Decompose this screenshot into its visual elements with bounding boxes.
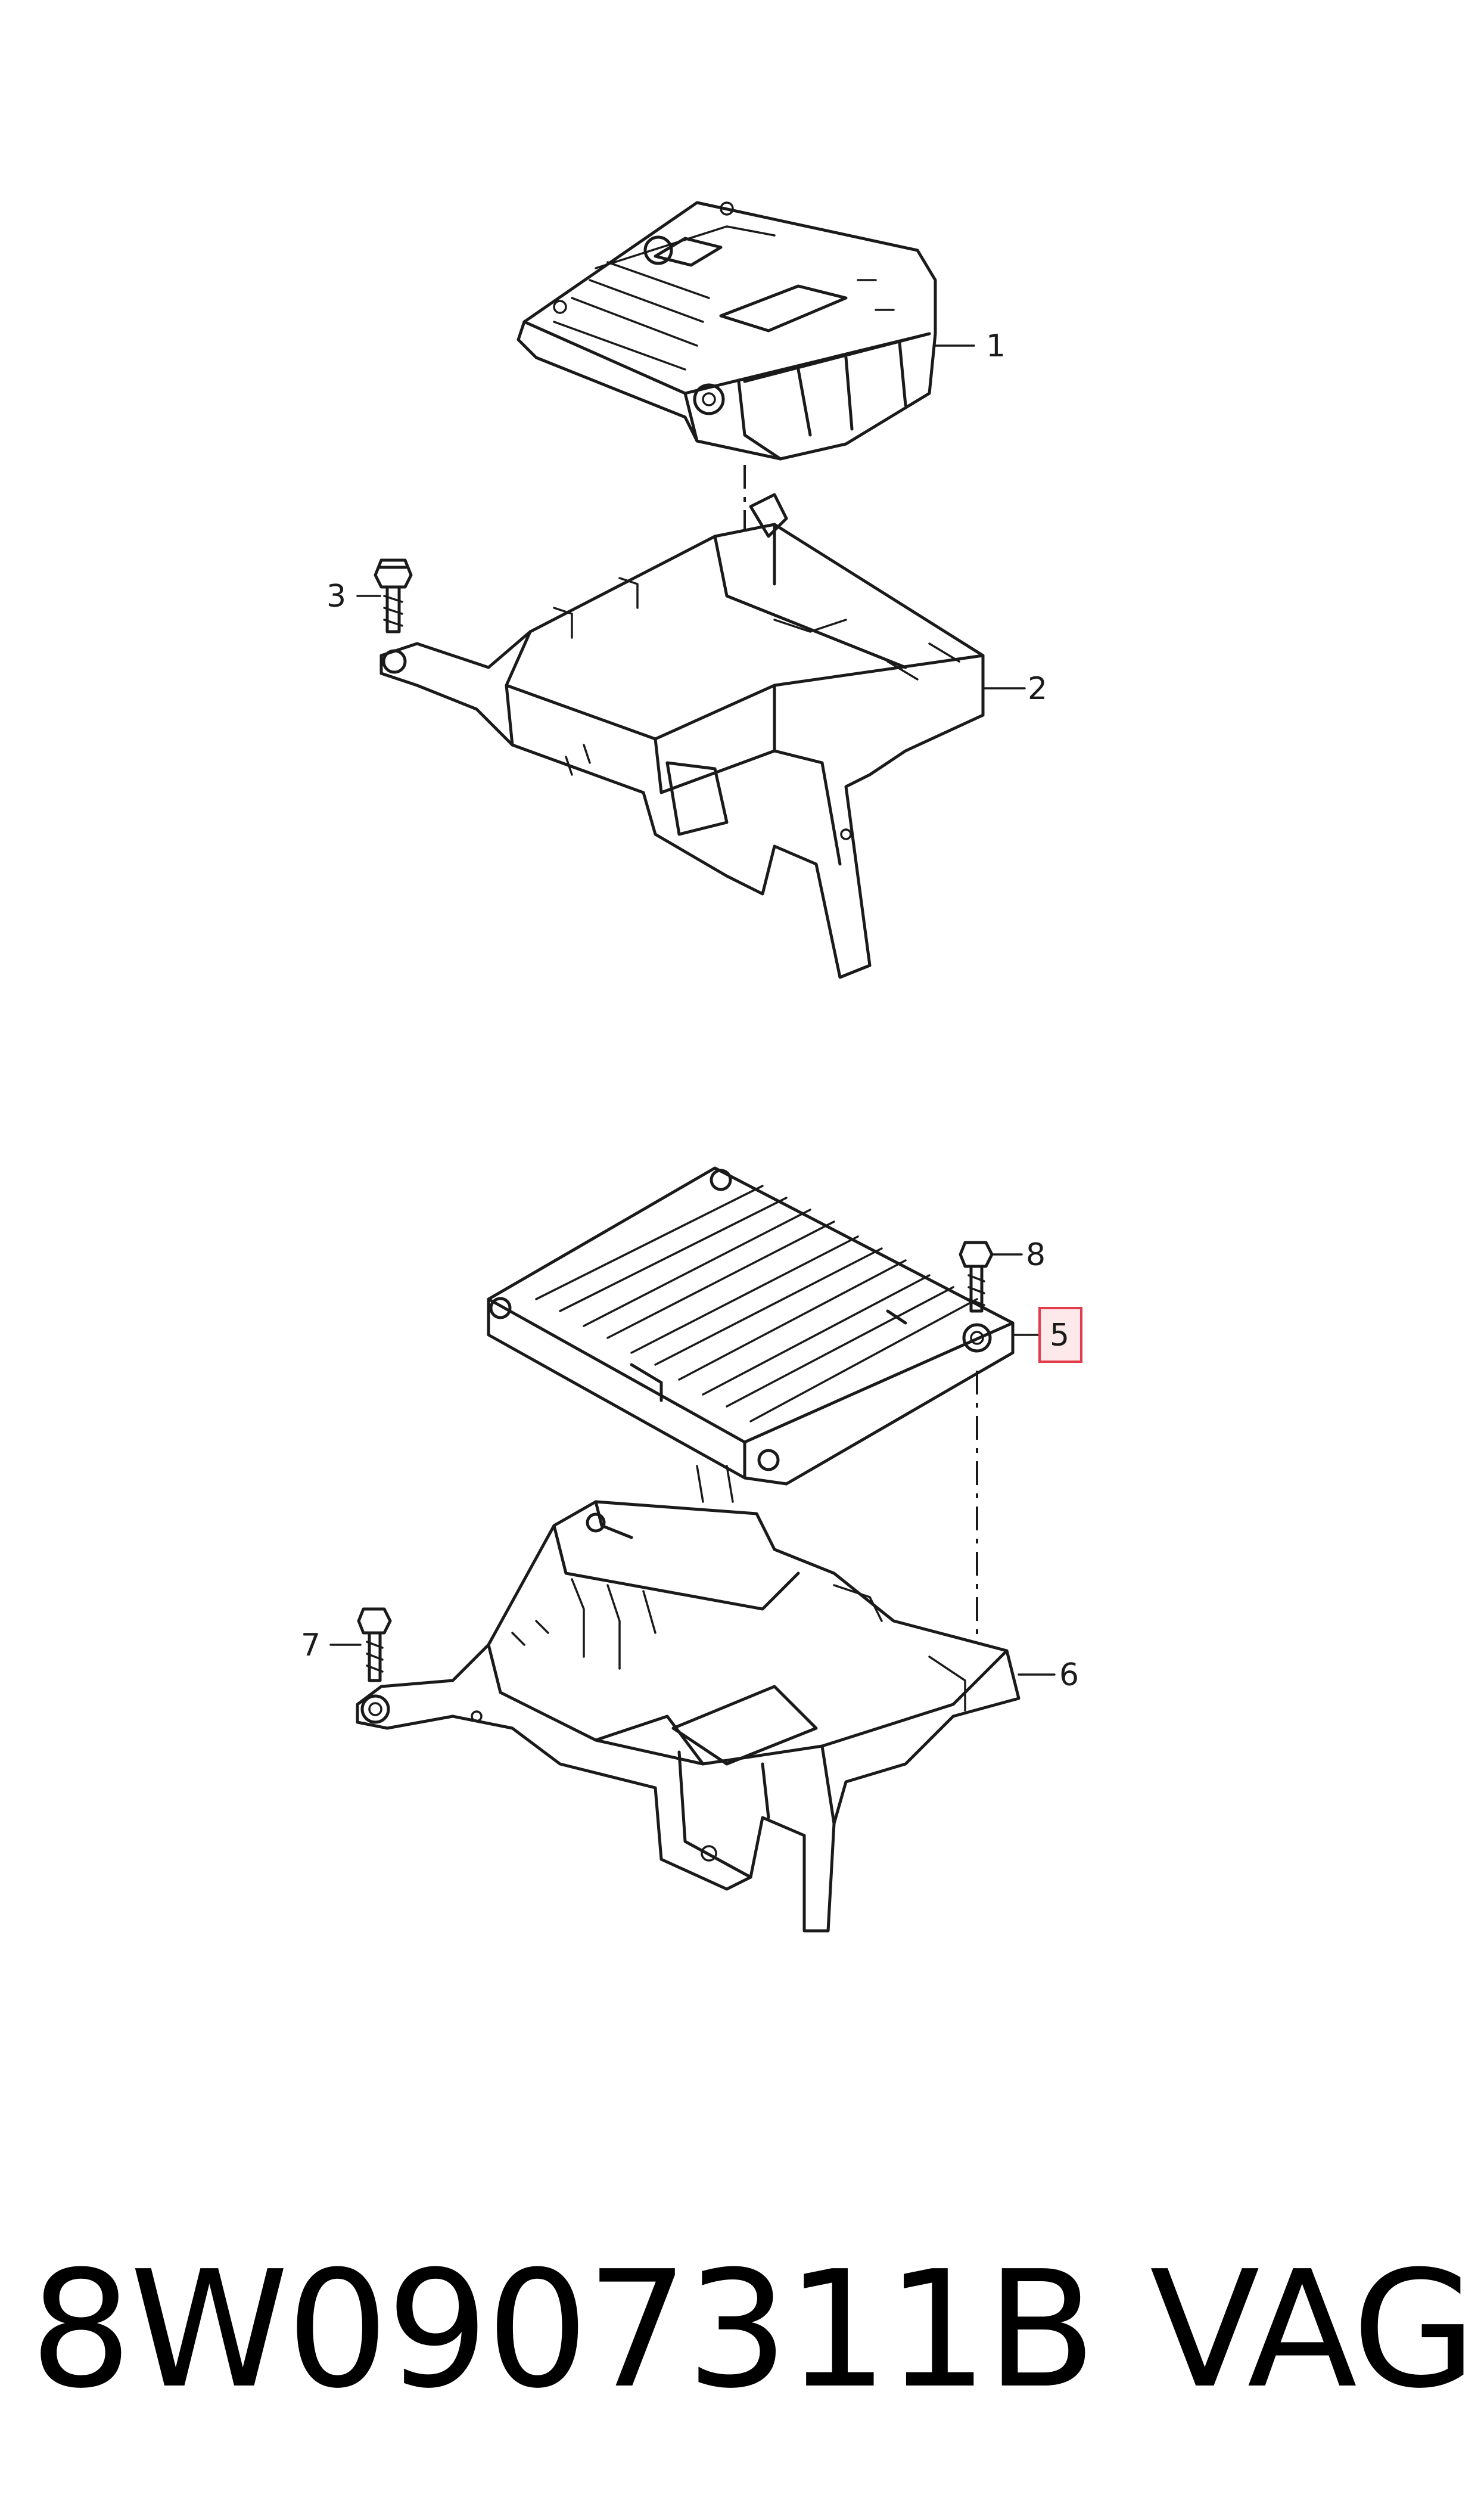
part-3-screw[interactable] bbox=[374, 558, 413, 633]
callout-7[interactable]: 7 bbox=[301, 1627, 321, 1663]
callout-8[interactable]: 8 bbox=[1026, 1237, 1046, 1273]
callout-6[interactable]: 6 bbox=[1059, 1657, 1079, 1693]
part-5-cover[interactable] bbox=[487, 1166, 1015, 1486]
callout-2[interactable]: 2 bbox=[1028, 671, 1047, 707]
part-caption: 8W0907311B VAG bbox=[30, 2205, 1477, 2455]
part-8-screw[interactable] bbox=[959, 1241, 994, 1313]
brand-name: VAG bbox=[1150, 2236, 1477, 2424]
callout-5[interactable]: 5 bbox=[1050, 1318, 1069, 1353]
callout-5-highlight bbox=[1038, 1307, 1082, 1363]
callout-1[interactable]: 1 bbox=[986, 328, 1006, 364]
part-6-tray[interactable] bbox=[356, 1465, 1021, 1933]
part-7-screw[interactable] bbox=[357, 1607, 392, 1682]
part-2-bracket[interactable] bbox=[379, 493, 985, 979]
callout-3[interactable]: 3 bbox=[326, 579, 346, 614]
part-1-control-unit[interactable] bbox=[517, 201, 937, 461]
part-number: 8W0907311B bbox=[30, 2236, 1096, 2424]
